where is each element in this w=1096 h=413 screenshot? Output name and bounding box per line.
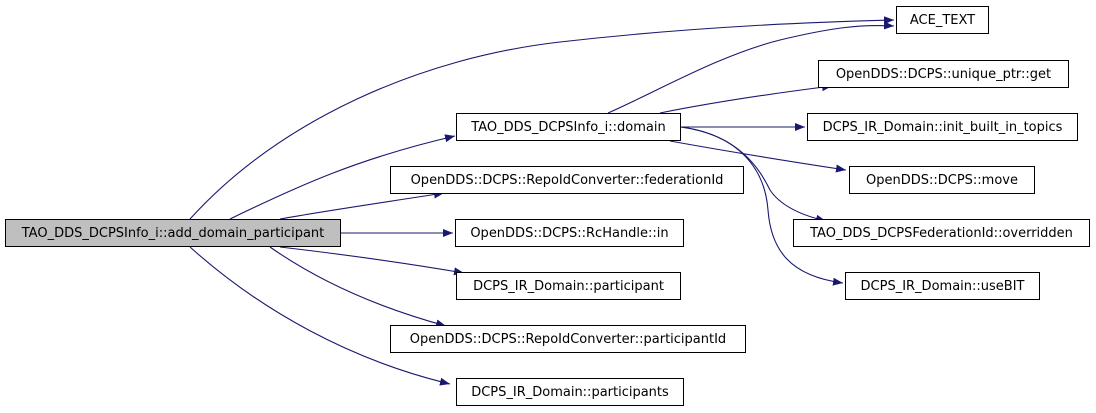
edge-root-to-participants bbox=[189, 246, 451, 386]
node-unique-ptr-get[interactable]: OpenDDS::DCPS::unique_ptr::get bbox=[818, 60, 1069, 88]
node-rchandle-in[interactable]: OpenDDS::DCPS::RcHandle::in bbox=[455, 219, 684, 247]
node-root: TAO_DDS_DCPSInfo_i::add_domain_participa… bbox=[5, 219, 341, 247]
edge-domain-to-use-bit bbox=[680, 126, 844, 286]
node-overridden[interactable]: TAO_DDS_DCPSFederationId::overridden bbox=[793, 219, 1090, 247]
node-domain[interactable]: TAO_DDS_DCPSInfo_i::domain bbox=[456, 113, 681, 141]
node-init-built-in-topics[interactable]: DCPS_IR_Domain::init_built_in_topics bbox=[807, 113, 1078, 141]
node-participant-id[interactable]: OpenDDS::DCPS::RepoIdConverter::particip… bbox=[390, 325, 746, 353]
node-federation-id[interactable]: OpenDDS::DCPS::RepoIdConverter::federati… bbox=[390, 166, 744, 194]
edge-root-to-federation-id bbox=[279, 190, 445, 220]
node-participants[interactable]: DCPS_IR_Domain::participants bbox=[456, 378, 684, 406]
edge-layer bbox=[189, 16, 895, 386]
edge-root-to-ace-text bbox=[189, 16, 895, 220]
edge-root-to-participant-id bbox=[269, 246, 447, 328]
edge-root-to-domain bbox=[229, 134, 456, 220]
edge-domain-to-unique-ptr-get bbox=[659, 83, 833, 114]
node-use-bit[interactable]: DCPS_IR_Domain::useBIT bbox=[845, 272, 1040, 300]
node-move[interactable]: OpenDDS::DCPS::move bbox=[849, 166, 1035, 194]
edge-root-to-participant bbox=[279, 246, 465, 276]
node-ace-text[interactable]: ACE_TEXT bbox=[896, 6, 989, 34]
node-participant[interactable]: DCPS_IR_Domain::participant bbox=[456, 272, 681, 300]
edge-domain-to-ace-text bbox=[607, 21, 895, 114]
edge-domain-to-move bbox=[669, 140, 847, 173]
